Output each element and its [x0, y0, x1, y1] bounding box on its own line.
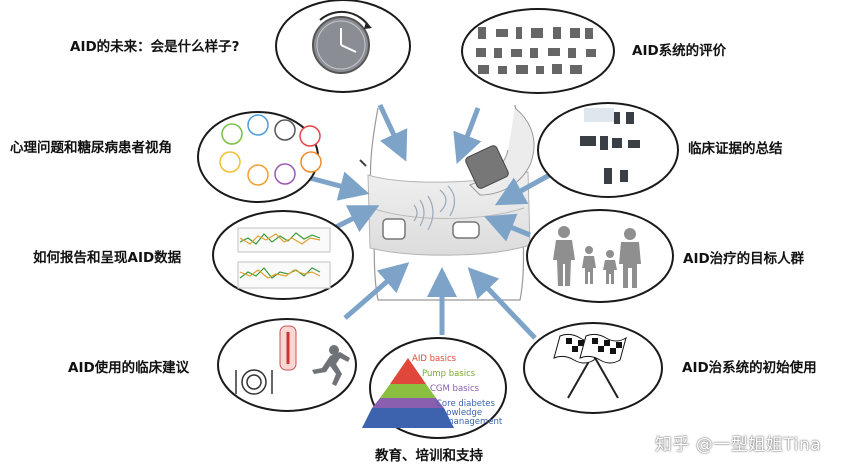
torso-illustration	[360, 105, 534, 300]
pyramid-aid: AID basics	[412, 355, 456, 364]
thermometer-icon	[280, 326, 296, 370]
label-target: AID治疗的目标人群	[683, 251, 804, 267]
label-education: 教育、培训和支持	[375, 448, 483, 464]
pyramid-core-3: & management	[436, 418, 502, 427]
label-evidence: 临床证据的总结	[688, 141, 783, 157]
label-initial: AID治系统的初始使用	[682, 360, 817, 376]
label-evaluation: AID系统的评价	[632, 43, 726, 59]
watermark: 知乎 @一型姐姐Tina	[655, 430, 821, 455]
label-clinical: AID使用的临床建议	[68, 360, 189, 376]
pyramid-pump: Pump basics	[422, 370, 475, 379]
label-future: AID的未来：会是什么样子?	[70, 39, 240, 55]
insulin-pump	[453, 222, 479, 238]
label-report: 如何报告和呈现AID数据	[33, 250, 181, 266]
label-psych: 心理问题和糖尿病患者视角	[10, 140, 172, 156]
cgm-sensor	[383, 219, 405, 239]
pyramid-cgm: CGM basics	[430, 385, 479, 394]
